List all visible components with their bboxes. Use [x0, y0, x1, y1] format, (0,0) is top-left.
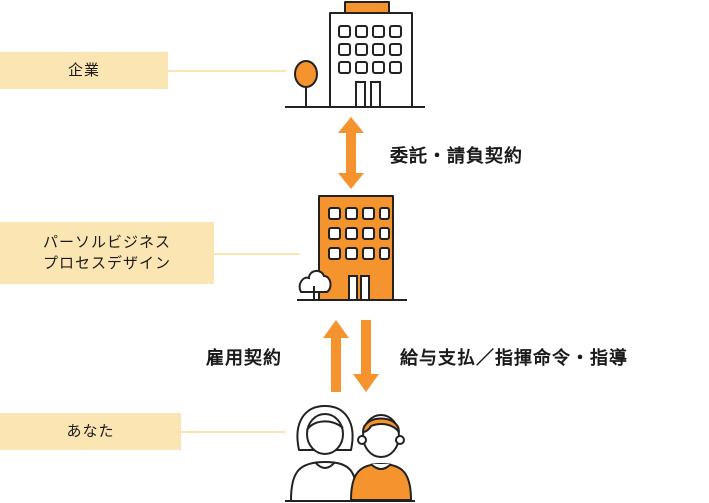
- orange-office-building-icon: [297, 195, 407, 301]
- you-label: あなた: [0, 413, 181, 450]
- contract-relation-label: 委託・請負契約: [390, 146, 523, 167]
- woman-icon: [290, 405, 358, 501]
- down-arrow-icon: [353, 320, 379, 392]
- you-label-text: あなた: [66, 422, 115, 440]
- persol-label: パーソルビジネス プロセスデザイン: [0, 222, 214, 284]
- persol-label-line1: パーソルビジネス: [42, 233, 171, 251]
- employment-relation-label: 雇用契約: [206, 348, 282, 369]
- you-connector: [181, 431, 285, 433]
- persol-label-line2: プロセスデザイン: [42, 254, 171, 272]
- office-building-icon: [285, 1, 425, 108]
- company-label: 企業: [0, 52, 168, 89]
- man-icon: [350, 414, 412, 501]
- salary-instruction-relation-label: 給与支払／指揮命令・指導: [400, 348, 628, 369]
- tree-icon: [294, 60, 318, 107]
- bush-icon: [298, 270, 332, 300]
- two-people-icon: [285, 405, 415, 502]
- up-arrow-icon: [323, 320, 349, 392]
- double-arrow-icon: [338, 117, 364, 189]
- company-connector: [168, 70, 286, 72]
- company-label-text: 企業: [67, 61, 100, 79]
- persol-connector: [214, 253, 300, 255]
